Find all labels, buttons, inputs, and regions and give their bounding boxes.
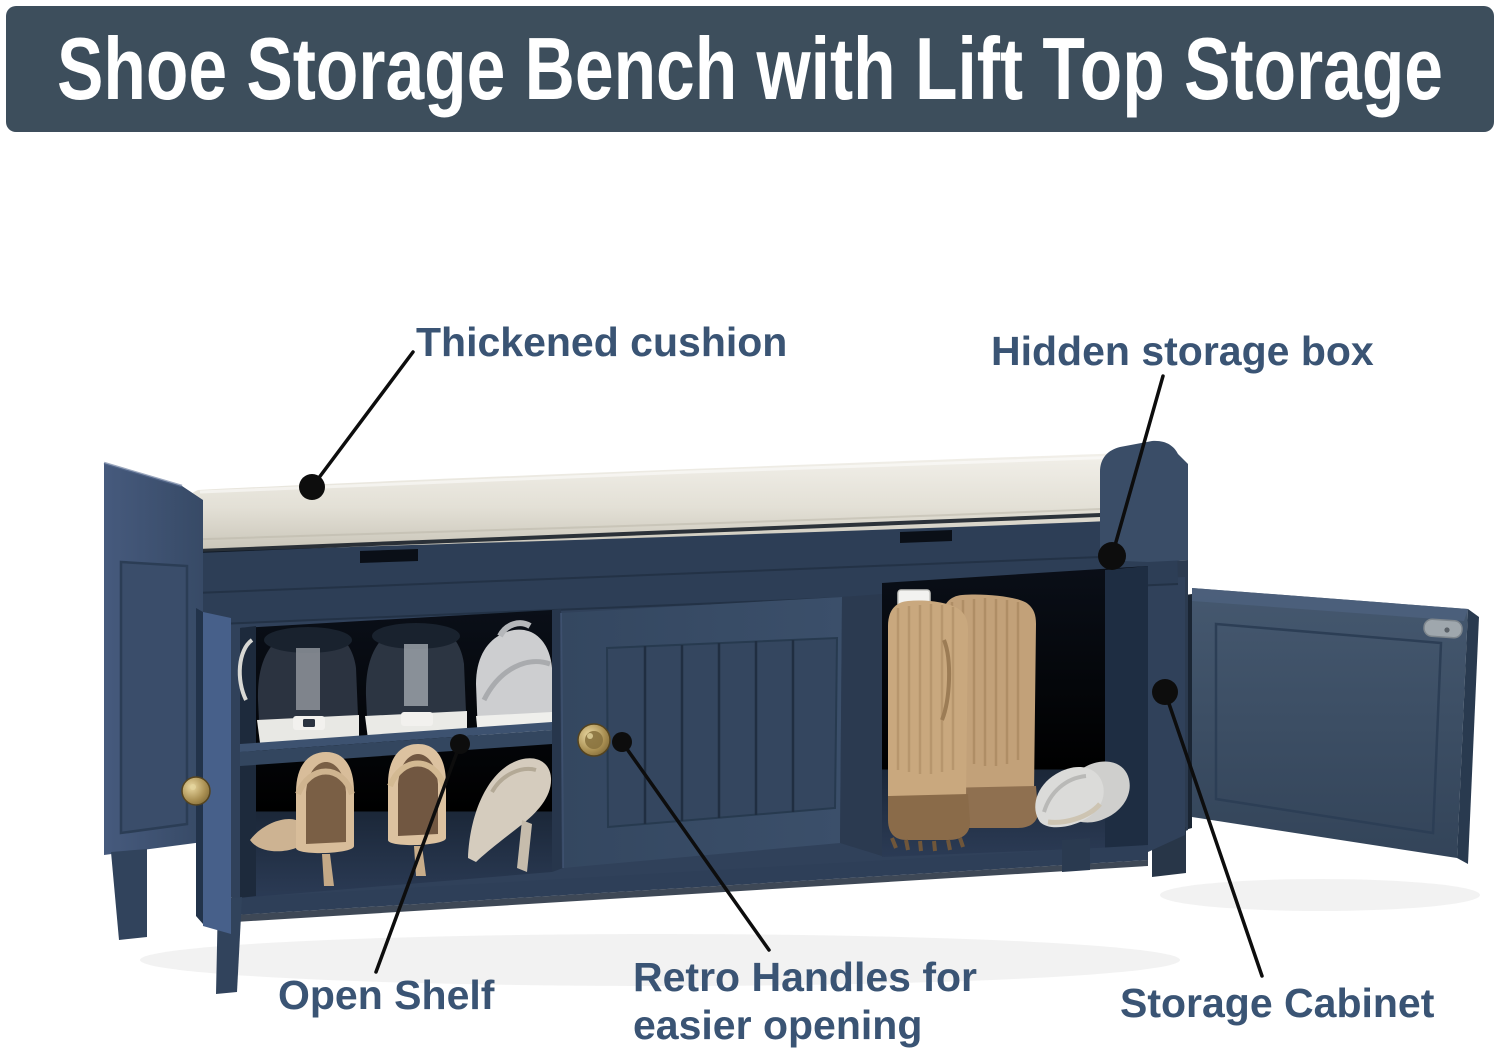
left-leg — [111, 849, 147, 940]
shelf-board-top — [240, 722, 552, 752]
callout-hidden-storage-box — [1098, 374, 1165, 570]
label-retro-handles-line2: easier opening — [633, 1002, 923, 1049]
label-thickened-cushion: Thickened cushion — [416, 319, 788, 365]
callout-open-shelf — [374, 734, 470, 974]
middle-door-panel — [605, 636, 839, 829]
callout-storage-cabinet — [1152, 679, 1264, 978]
open-toe — [250, 818, 296, 852]
boot-laces — [940, 639, 952, 721]
beige-slingback-1 — [250, 752, 355, 886]
cushion — [169, 451, 1179, 554]
callout-thickened-cushion — [299, 350, 415, 500]
navy-sneaker-1 — [237, 627, 359, 743]
cushion-seam-shadow — [171, 510, 1177, 554]
navy-sneaker-2 — [365, 623, 467, 739]
open-left-door-edge — [203, 612, 231, 934]
lug-sole — [890, 837, 965, 852]
left-door-knob — [181, 776, 211, 806]
lid-seam — [169, 553, 1178, 595]
label-hidden-storage-box: Hidden storage box — [991, 328, 1374, 374]
bench-body — [168, 506, 1185, 994]
label-open-shelf: Open Shelf — [278, 972, 495, 1018]
right-door-panel-frame — [1214, 622, 1443, 835]
page-title: Shoe Storage Bench with Lift Top Storage — [57, 19, 1443, 118]
label-retro-handles: Retro Handles for easier opening — [633, 953, 977, 1050]
right-cabinet-door — [1185, 588, 1479, 864]
lift-slot-right — [900, 530, 952, 543]
heel-stripe — [296, 648, 320, 710]
open-shelf-compartment — [237, 610, 552, 898]
cushion-body — [169, 451, 1179, 553]
magnetic-catch — [1423, 618, 1463, 639]
storage-cabinet-compartment — [882, 566, 1148, 857]
right-corner-post — [1100, 440, 1188, 562]
cream-pump — [468, 758, 552, 872]
label-retro-handles-line1: Retro Handles for — [633, 954, 977, 1000]
retro-handle-knob — [577, 723, 611, 757]
callout-retro-handles — [612, 732, 771, 952]
bottom-board — [235, 845, 1148, 915]
floor-shadow — [140, 879, 1480, 986]
white-sneakers-lying — [1035, 761, 1130, 828]
lift-slot-left — [360, 549, 418, 563]
sole-rim — [1047, 802, 1102, 825]
title-banner: Shoe Storage Bench with Lift Top Storage — [6, 6, 1494, 132]
tan-boot-left — [888, 589, 970, 852]
left-panel-recess — [119, 560, 189, 835]
lace — [237, 638, 254, 701]
ankle-strap — [295, 768, 355, 796]
stiletto-heel — [322, 854, 334, 886]
left-end-assembly — [103, 461, 231, 940]
right-door-edge — [1457, 609, 1479, 864]
front-right-leg — [1062, 838, 1090, 872]
middle-cabinet-door — [560, 597, 842, 869]
label-storage-cabinet: Storage Cabinet — [1120, 980, 1435, 1026]
callouts — [299, 350, 1264, 978]
right-door-face — [1192, 588, 1468, 858]
white-sneaker-pair — [476, 620, 552, 736]
banner-background — [6, 6, 1494, 132]
